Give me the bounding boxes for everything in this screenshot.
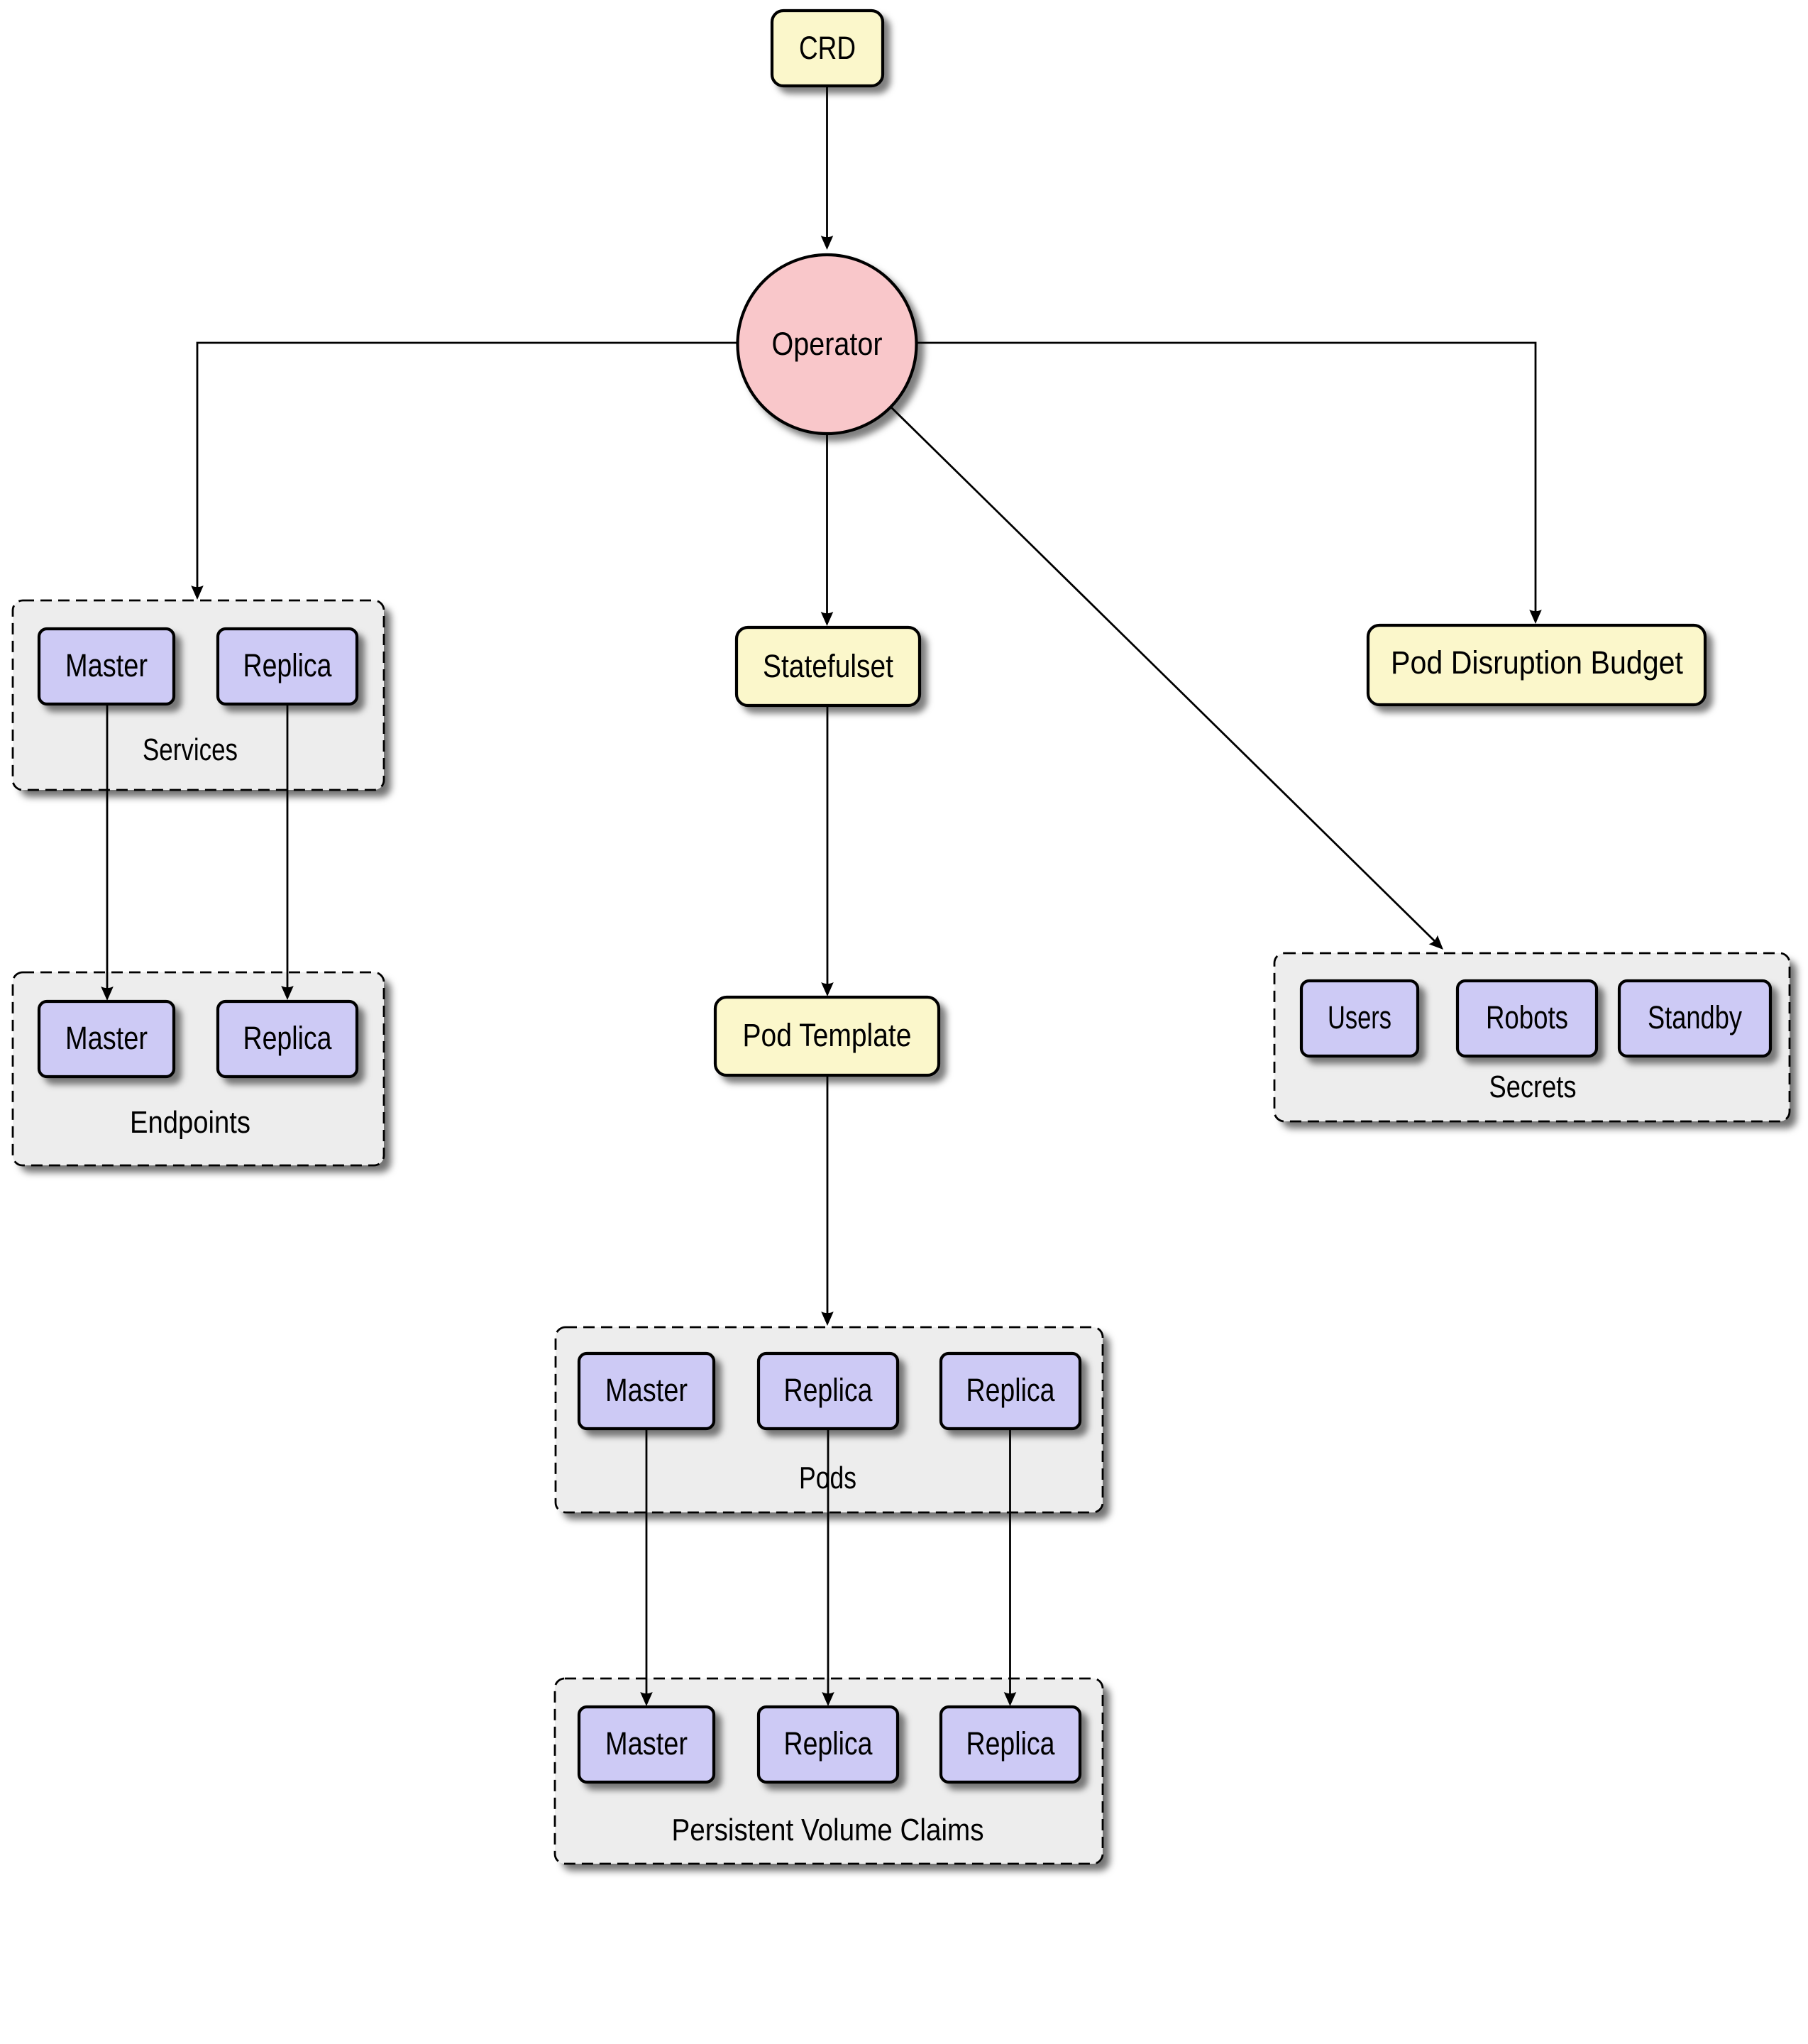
svg-text:Master: Master (65, 1020, 148, 1056)
svg-text:Persistent Volume Claims: Persistent Volume Claims (672, 1813, 984, 1847)
svg-text:Standby: Standby (1648, 999, 1742, 1035)
svg-text:Pod Disruption Budget: Pod Disruption Budget (1391, 644, 1683, 681)
svg-text:Statefulset: Statefulset (763, 648, 893, 684)
svg-text:Replica: Replica (966, 1725, 1056, 1762)
svg-text:Pod Template: Pod Template (743, 1017, 912, 1053)
svg-text:Services: Services (143, 732, 238, 767)
svg-text:Pods: Pods (799, 1461, 856, 1495)
svg-text:Replica: Replica (784, 1725, 873, 1762)
svg-text:Replica: Replica (243, 647, 333, 683)
svg-text:Replica: Replica (243, 1020, 333, 1056)
svg-text:Users: Users (1328, 999, 1391, 1035)
svg-text:Master: Master (65, 647, 148, 683)
svg-text:Replica: Replica (966, 1372, 1056, 1408)
svg-text:Operator: Operator (772, 326, 883, 362)
svg-text:Secrets: Secrets (1489, 1070, 1577, 1104)
svg-text:Endpoints: Endpoints (130, 1105, 250, 1140)
svg-text:CRD: CRD (799, 30, 856, 66)
svg-text:Replica: Replica (784, 1372, 873, 1408)
svg-text:Robots: Robots (1486, 999, 1568, 1035)
svg-text:Master: Master (605, 1725, 688, 1762)
svg-text:Master: Master (605, 1372, 688, 1408)
